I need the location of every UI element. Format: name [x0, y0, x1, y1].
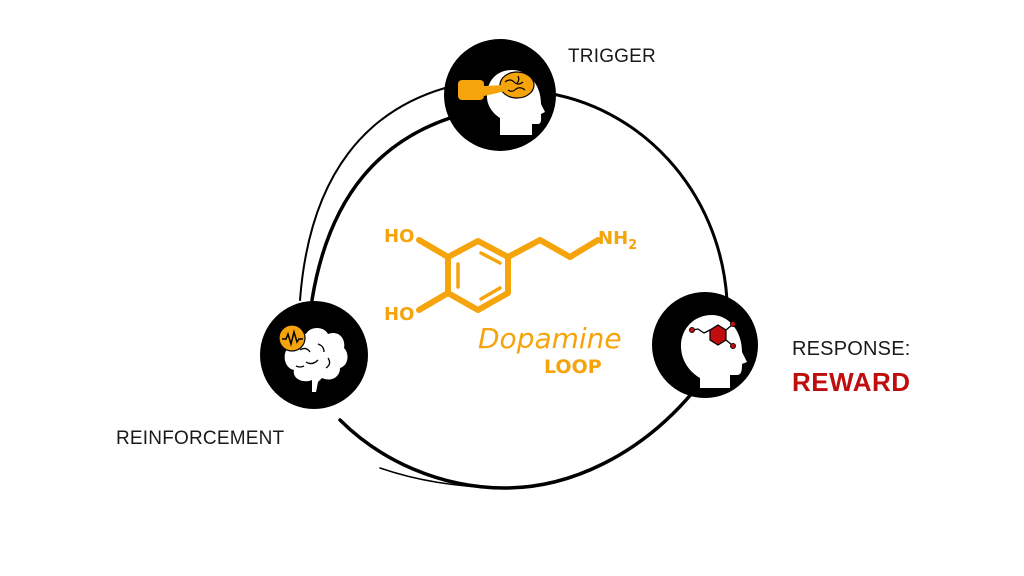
nh-text: NH	[598, 228, 628, 249]
reward-label: REWARD	[792, 367, 911, 397]
head-molecule-icon	[680, 315, 747, 388]
trigger-node[interactable]	[444, 39, 556, 151]
nh-subscript: 2	[628, 238, 637, 253]
ho-top-label: HO	[384, 226, 414, 247]
reinforcement-node[interactable]	[260, 301, 368, 409]
response-node[interactable]	[652, 292, 758, 398]
loop-ring	[299, 87, 729, 490]
reinforcement-label: REINFORCEMENT	[116, 428, 285, 449]
ho-bottom-label: HO	[384, 304, 414, 325]
dopamine-molecule	[416, 237, 601, 313]
response-label: RESPONSE:	[792, 338, 911, 360]
loop-title: LOOP	[544, 356, 602, 378]
trigger-label: TRIGGER	[568, 46, 656, 67]
head-finger-brain-icon	[458, 70, 545, 135]
dopamine-title: Dopamine	[478, 322, 622, 355]
brain-pulse-icon	[278, 324, 348, 392]
nh2-label: NH2	[598, 228, 637, 253]
